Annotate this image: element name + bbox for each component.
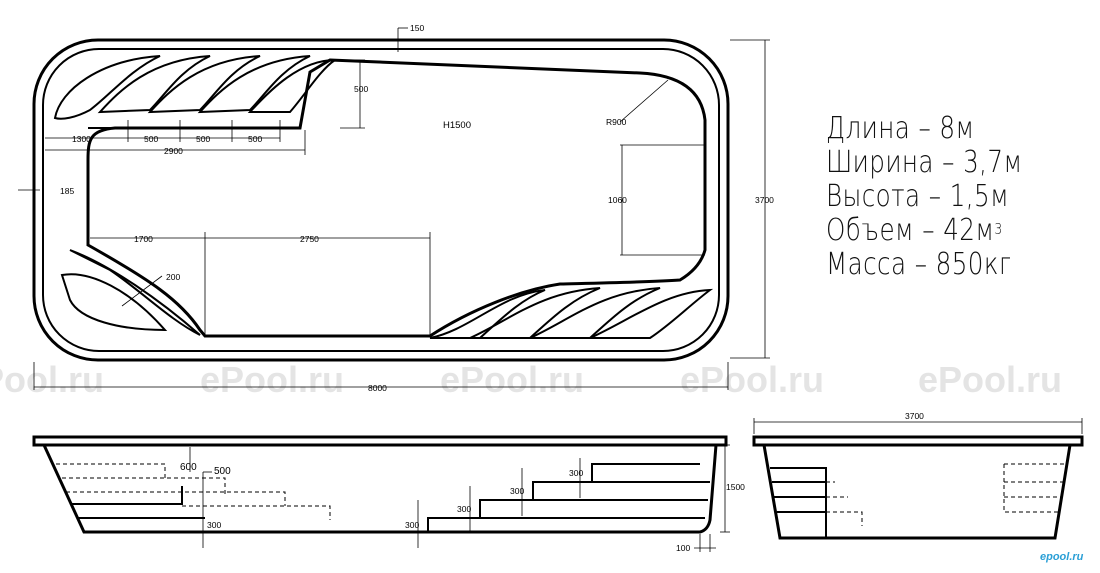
basin-outline [86, 58, 707, 338]
spec-length: Длина – 8м [826, 111, 975, 146]
dim-3700: 3700 [755, 195, 774, 205]
dim-300: 300 [207, 520, 221, 530]
dim-1500: 1500 [726, 482, 745, 492]
side-section: 600 500 300 300 300 300 300 1500 100 [32, 435, 745, 553]
end-rim [752, 435, 1084, 447]
end-hidden-steps [826, 463, 1066, 526]
watermark: ePool.ru [918, 359, 1062, 400]
section-rim [32, 435, 728, 447]
end-steps [770, 467, 827, 538]
dim-300: 300 [405, 520, 419, 530]
stairs [427, 463, 700, 532]
dim-200: 200 [166, 272, 180, 282]
leaf-step [247, 58, 339, 113]
leaf-step [69, 249, 201, 336]
site-logo: epool.ru [1040, 551, 1084, 563]
watermark: ePool.ru [440, 359, 584, 400]
leaf-step [147, 55, 261, 114]
dim-line [121, 275, 163, 307]
leaf-step [97, 55, 211, 114]
radius-label: R900 [606, 117, 627, 127]
dim-300: 300 [510, 486, 524, 496]
spec-volume: Объем – 42м3 [826, 213, 1003, 248]
dim-500: 500 [196, 134, 210, 144]
dim-500: 500 [248, 134, 262, 144]
spec-width: Ширина – 3,7м [826, 145, 1023, 180]
spec-height: Высота – 1,5м [826, 179, 1010, 214]
bench [72, 486, 183, 505]
dim-step-depth: 500 [354, 84, 368, 94]
watermark: ePool.ru [0, 359, 104, 400]
dim-8000: 8000 [368, 383, 387, 393]
dim-2750: 2750 [300, 234, 319, 244]
end-view: 3700 [752, 411, 1084, 540]
section-hull [42, 444, 718, 534]
dim-3700-end: 3700 [905, 411, 924, 421]
dim-1300: 1300 [72, 134, 91, 144]
dim-wall: 150 [410, 23, 424, 33]
leaf-step [429, 289, 546, 339]
dim-100: 100 [676, 543, 690, 553]
dim-line [619, 79, 669, 123]
depth-label: H1500 [443, 120, 471, 131]
leaf-step [53, 55, 161, 120]
dim-2900: 2900 [164, 146, 183, 156]
dim-500: 500 [214, 466, 231, 477]
stair-treads [480, 481, 710, 519]
dim-600: 600 [180, 462, 197, 473]
leaf-step [469, 287, 601, 339]
inner-rim [42, 48, 720, 352]
leaf-step [60, 273, 168, 332]
dim-300: 300 [457, 504, 471, 514]
dim-500: 500 [144, 134, 158, 144]
dim-1700: 1700 [134, 234, 153, 244]
spec-mass: Масса – 850кг [826, 247, 1012, 282]
watermark-row: ePool.ru ePool.ru ePool.ru ePool.ru ePoo… [0, 359, 1062, 400]
hidden-steps [56, 463, 331, 520]
plan-view: 150 500 1300 500 500 500 2900 H1500 R900… [18, 23, 774, 393]
watermark: ePool.ru [200, 359, 344, 400]
watermark: ePool.ru [680, 359, 824, 400]
dim-300: 300 [569, 468, 583, 478]
dim-1060: 1060 [608, 195, 627, 205]
dim-185: 185 [60, 186, 74, 196]
leaf-step [197, 55, 311, 114]
end-hull [762, 444, 1072, 540]
outer-rim [32, 38, 730, 362]
leaf-step [529, 287, 661, 339]
leaf-step [589, 288, 714, 339]
